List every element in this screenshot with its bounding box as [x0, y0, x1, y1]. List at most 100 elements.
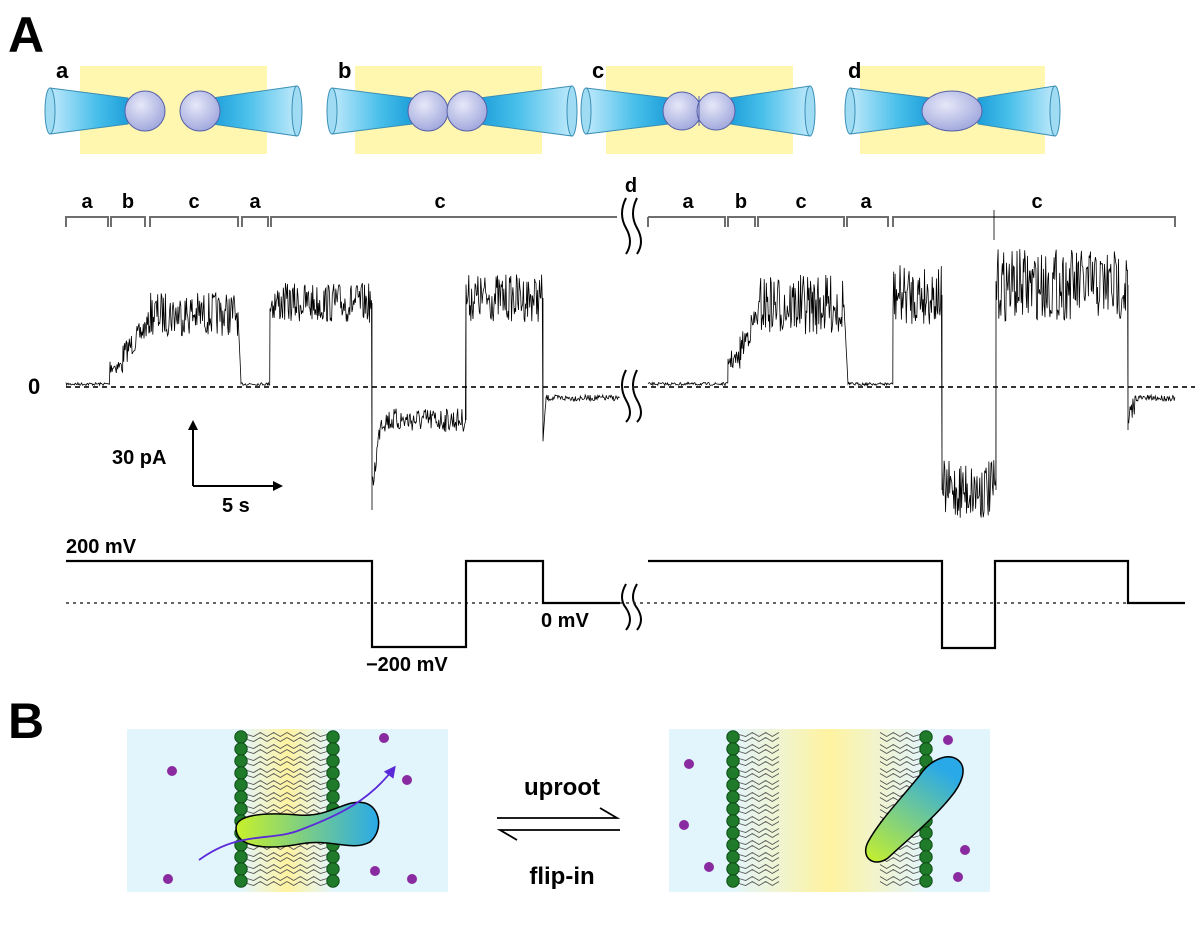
lipid-tail: [246, 875, 288, 882]
lipid-head: [326, 778, 340, 792]
lipid-tail: [246, 767, 288, 774]
lipid-head: [726, 730, 740, 744]
equilibrium-arrows: [496, 807, 621, 841]
lipid-tail: [738, 827, 780, 834]
lipid-head: [919, 826, 933, 840]
lipid-tail: [738, 772, 780, 779]
segment-label: b: [735, 191, 747, 213]
ion: [402, 775, 412, 785]
lipid-head: [726, 790, 740, 804]
lipid-tail: [738, 779, 780, 786]
segment-label: b: [122, 191, 134, 213]
lipid-tail: [246, 851, 288, 858]
lipid-tail: [246, 731, 288, 738]
lipid-head: [726, 778, 740, 792]
ion: [960, 845, 970, 855]
lipid-head: [726, 814, 740, 828]
lipid-head: [726, 850, 740, 864]
lipid-tail: [286, 844, 328, 851]
lipid-tail: [879, 748, 921, 755]
segment-label: c: [1031, 191, 1042, 213]
lipid-tail: [246, 868, 288, 875]
lipid-tail: [738, 791, 780, 798]
lipid-tail: [738, 748, 780, 755]
lipid-tail: [286, 863, 328, 870]
ion: [167, 766, 177, 776]
lipid-head: [326, 742, 340, 756]
lipid-head: [326, 766, 340, 780]
lipid-head: [726, 754, 740, 768]
membrane-inserted: [127, 729, 448, 892]
lipid-head: [234, 874, 248, 888]
lipid-head: [919, 862, 933, 876]
ion: [953, 872, 963, 882]
lipid-tail: [738, 784, 780, 791]
lipid-tail: [738, 796, 780, 803]
lipid-tail: [246, 880, 288, 887]
lipid-tail: [286, 784, 328, 791]
schematic-c: c: [580, 58, 816, 154]
lipid-head: [919, 850, 933, 864]
panel-label-a: A: [8, 7, 44, 63]
segment-label: a: [81, 191, 93, 213]
lipid-head: [726, 826, 740, 840]
lipid-head: [234, 802, 248, 816]
lipid-tail: [246, 779, 288, 786]
schematic-label-c: c: [592, 58, 604, 83]
segment-labels: a b c a c d a b c a c: [81, 175, 1042, 213]
lipid-tail: [246, 772, 288, 779]
lipid-tail: [738, 875, 780, 882]
flip-in-label: flip-in: [529, 863, 594, 890]
ion: [407, 874, 417, 884]
current-trace-path: [65, 210, 1176, 518]
lipid-tail: [738, 880, 780, 887]
lipid-head: [326, 850, 340, 864]
lipid-tail: [286, 851, 328, 858]
ion: [679, 820, 689, 830]
lipid-tail: [738, 808, 780, 815]
panel-label-b: B: [8, 693, 44, 749]
lipid-tail: [738, 731, 780, 738]
voltage-protocol: [66, 559, 1185, 650]
lipid-tail: [738, 743, 780, 750]
lipid-head: [726, 802, 740, 816]
lipid-tail: [738, 755, 780, 762]
lipid-tail: [246, 803, 288, 810]
lipid-tail: [286, 743, 328, 750]
lipid-tail: [879, 868, 921, 875]
lipid-tail: [286, 760, 328, 767]
lipid-head: [234, 766, 248, 780]
lipid-head: [919, 742, 933, 756]
lipid-head: [919, 874, 933, 888]
lipid-tail: [738, 820, 780, 827]
lipid-head: [726, 742, 740, 756]
lipid-tail: [286, 755, 328, 762]
ion: [684, 759, 694, 769]
lipid-tail: [879, 755, 921, 762]
scale-current-label: 30 pA: [112, 447, 166, 469]
lipid-tail: [286, 796, 328, 803]
lipid-tail: [246, 743, 288, 750]
lipid-tail: [738, 760, 780, 767]
lipid-tail: [286, 856, 328, 863]
lipid-tail: [738, 832, 780, 839]
lipid-tail: [738, 863, 780, 870]
lipid-tail: [286, 791, 328, 798]
lipid-tail: [286, 875, 328, 882]
lipid-tail: [738, 868, 780, 875]
lipid-tail: [246, 755, 288, 762]
lipid-head: [726, 838, 740, 852]
lipid-tail: [246, 784, 288, 791]
segment-label: c: [188, 191, 199, 213]
schematic-a: a: [44, 58, 303, 154]
lipid-tail: [246, 844, 288, 851]
voltage-label-low: −200 mV: [366, 654, 448, 676]
ion-path-arrow: [198, 765, 396, 861]
lipid-head: [726, 862, 740, 876]
lipid-head: [326, 874, 340, 888]
membrane-surface: [669, 729, 990, 892]
lipid-tail: [286, 803, 328, 810]
voltage-label-high: 200 mV: [66, 536, 137, 558]
schematic-label-d: d: [848, 58, 861, 83]
lipid-head: [234, 850, 248, 864]
